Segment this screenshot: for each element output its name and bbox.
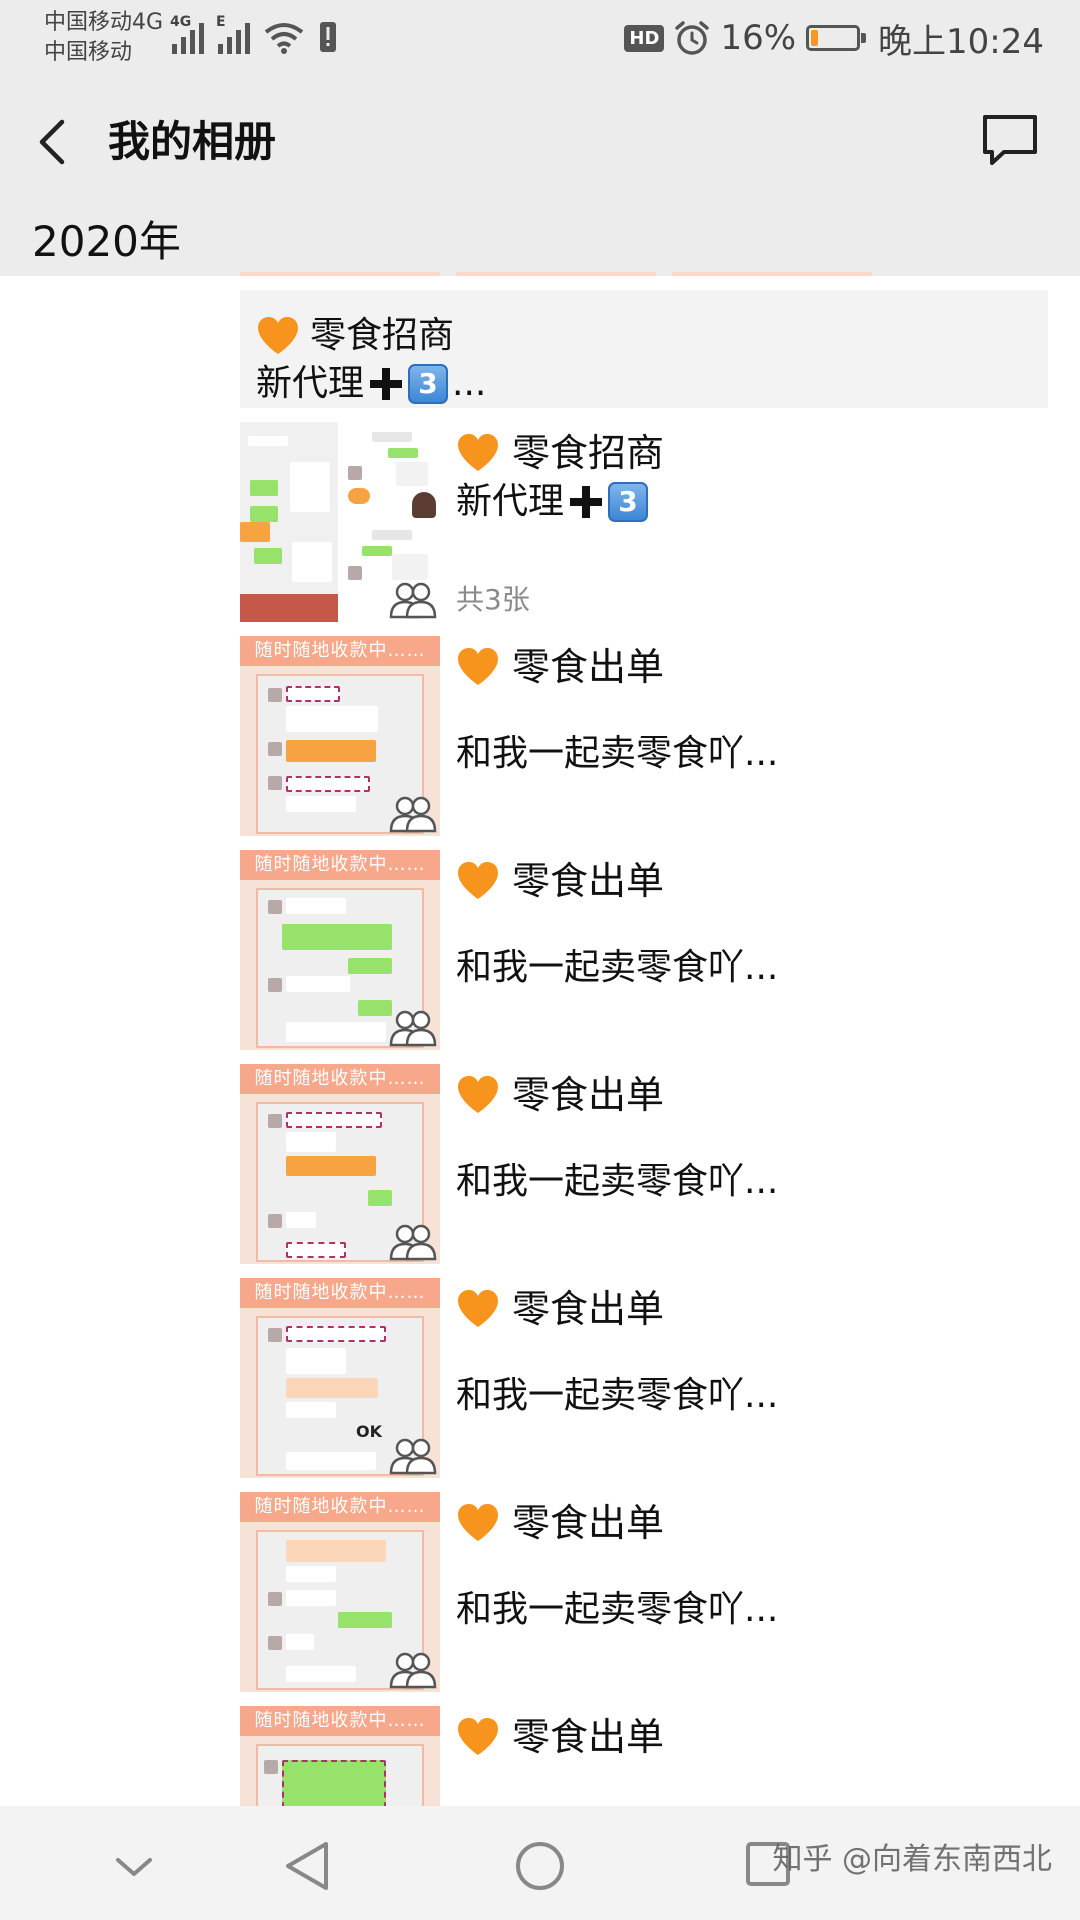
battery-icon (806, 25, 867, 51)
grid-photo (240, 422, 338, 622)
people-icon (389, 1438, 437, 1475)
post-title: 零食出单 (512, 1715, 665, 1759)
ellipsis: ... (452, 363, 487, 404)
thumbnail-banner: 随时随地收款中…… (240, 1492, 440, 1522)
page-title: 我的相册 (108, 117, 277, 166)
people-icon (389, 1652, 437, 1689)
signal-icon: 4G (170, 14, 204, 54)
thumbnail-banner: 随时随地收款中…… (240, 1278, 440, 1308)
carrier-line-1: 中国移动4G (44, 10, 164, 35)
photo-post[interactable]: 随时随地收款中…… (0, 850, 1080, 1050)
people-icon (389, 796, 437, 833)
post-title: 零食出单 (512, 1501, 665, 1545)
signal-group: 4G E (170, 14, 338, 54)
signal-type-label: E (216, 14, 226, 30)
post-subtitle: 和我一起卖零食吖... (456, 1589, 779, 1630)
nav-home-icon[interactable] (510, 1836, 570, 1896)
signal-type-label: 4G (170, 14, 192, 30)
photo-thumbnail[interactable]: 随时随地收款中…… (240, 636, 440, 836)
photo-thumbnail[interactable]: 随时随地收款中…… (240, 1492, 440, 1692)
keycap-digit-icon: 3 (608, 482, 649, 522)
people-icon (389, 1224, 437, 1261)
hd-badge: HD (624, 24, 665, 52)
post-title: 零食招商 (512, 431, 665, 475)
thumbnail-banner: 随时随地收款中…… (240, 1064, 440, 1094)
text-post-title: 零食招商 (310, 315, 455, 356)
orange-heart-icon (458, 862, 498, 899)
grid-photo (342, 422, 440, 520)
back-arrow-icon[interactable] (26, 110, 86, 174)
photo-post[interactable]: 随时随地收款中…… OK (0, 1278, 1080, 1478)
post-title: 零食出单 (512, 1073, 665, 1117)
clock: 晚上10:24 (878, 21, 1044, 62)
photo-post[interactable]: 随时随地收款中…… (0, 636, 1080, 836)
photo-post[interactable]: 零食招商 新代理 3 共3张 (0, 422, 1080, 622)
plus-icon (570, 486, 603, 518)
post-title: 零食出单 (512, 859, 665, 903)
orange-heart-icon (458, 648, 498, 685)
post-subtitle: 新代理 (456, 481, 565, 522)
alarm-icon (675, 21, 710, 55)
post-title: 零食出单 (512, 1287, 665, 1331)
year-label: 2020年 (32, 217, 181, 266)
year-header: 2020年 (0, 204, 1080, 276)
text-post-subtitle: 新代理 (256, 363, 365, 404)
photo-post[interactable]: 随时随地收款中…… (0, 1492, 1080, 1692)
thumbnail-banner: 随时随地收款中…… (240, 636, 440, 666)
carrier-info: 中国移动4G 中国移动 (44, 8, 163, 68)
orange-heart-icon (258, 317, 298, 354)
post-subtitle: 和我一起卖零食吖... (456, 1161, 779, 1202)
thumbnail-banner: 随时随地收款中…… (240, 850, 440, 880)
nav-back-icon[interactable] (278, 1836, 338, 1896)
plus-icon (370, 368, 403, 400)
orange-heart-icon (458, 434, 498, 471)
thumbnail-banner: 随时随地收款中…… (240, 1706, 440, 1736)
battery-fill (811, 30, 819, 46)
text-post[interactable]: 零食招商 新代理 3 ... (240, 290, 1048, 408)
wifi-icon (264, 23, 304, 54)
post-subtitle: 和我一起卖零食吖... (456, 947, 779, 988)
photo-grid-thumbnail[interactable] (240, 422, 440, 622)
title-bar: 我的相册 (0, 80, 1080, 204)
collapse-icon[interactable] (104, 1836, 164, 1896)
status-bar: 中国移动4G 中国移动 4G E (0, 0, 1080, 80)
orange-heart-icon (458, 1718, 498, 1755)
nav-recent-icon[interactable] (740, 1836, 800, 1896)
battery-percent: 16% (720, 18, 797, 58)
watermark: 知乎 @向着东南西北 (772, 1842, 1052, 1877)
post-subtitle: 和我一起卖零食吖... (456, 733, 779, 774)
people-icon (389, 582, 437, 619)
signal-icon: E (216, 14, 250, 54)
photo-thumbnail[interactable]: 随时随地收款中…… OK (240, 1278, 440, 1478)
people-icon (389, 1010, 437, 1047)
status-right: HD 16% 晚上10:24 (624, 14, 1044, 62)
orange-heart-icon (458, 1076, 498, 1113)
post-subtitle: 和我一起卖零食吖... (456, 1375, 779, 1416)
photo-post[interactable]: 随时随地收款中…… (0, 1064, 1080, 1264)
orange-heart-icon (458, 1290, 498, 1327)
system-nav-bar: 知乎 @向着东南西北 (0, 1806, 1080, 1920)
orange-heart-icon (458, 1504, 498, 1541)
previous-row-edge (0, 272, 1080, 278)
photo-count: 共3张 (456, 583, 530, 616)
photo-thumbnail[interactable]: 随时随地收款中…… (240, 1064, 440, 1264)
photo-thumbnail[interactable]: 随时随地收款中…… (240, 850, 440, 1050)
alert-icon (320, 22, 336, 52)
keycap-digit-icon: 3 (408, 364, 449, 404)
carrier-line-2: 中国移动 (44, 40, 133, 65)
comment-icon[interactable] (980, 112, 1040, 168)
post-title: 零食出单 (512, 645, 665, 689)
